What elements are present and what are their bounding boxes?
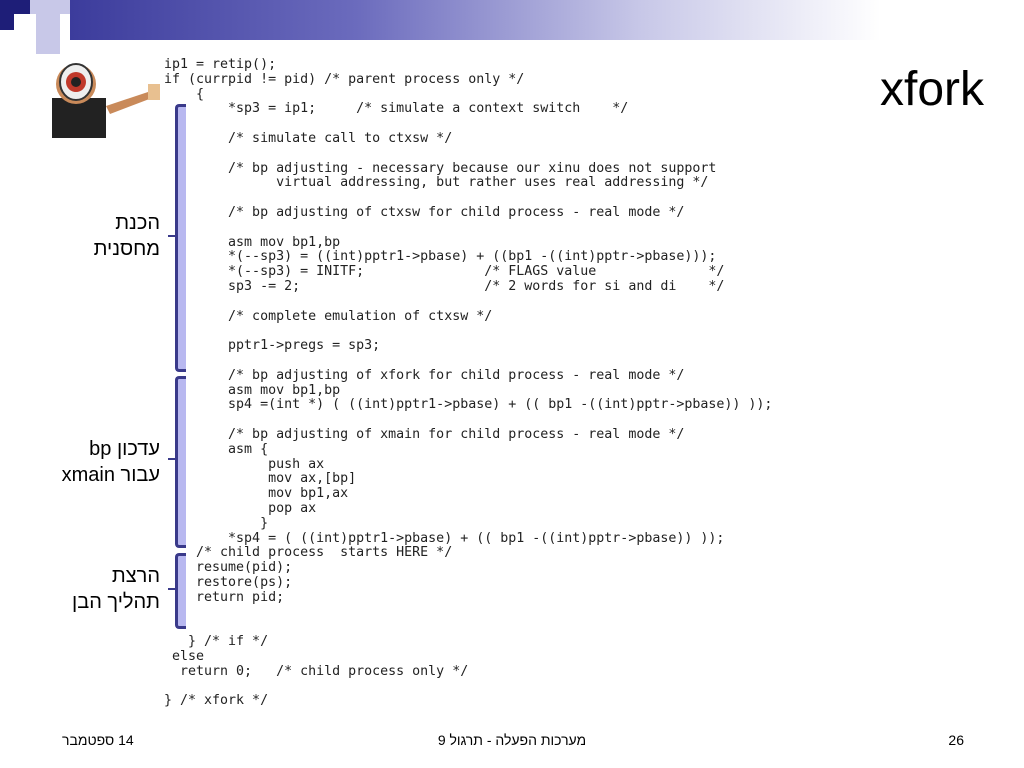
annotation-line: עדכון bp [89,438,160,460]
code-line: sp4 =(int *) ( ((int)pptr1->pbase) + (( … [228,397,773,413]
code-line: mov ax,[bp] [268,471,357,487]
page-number: 26 [948,732,964,748]
code-line: *(--sp3) = INITF; /* FLAGS value */ [228,264,725,280]
code-line: /* bp adjusting of xmain for child proce… [228,426,685,442]
code-line: /* complete emulation of ctxsw */ [228,308,493,324]
code-line: *(--sp3) = ((int)pptr1->pbase) + ((bp1 -… [228,249,717,265]
code-line: pop ax [268,500,317,516]
bracket-tick [168,458,178,460]
code-line: push ax [268,456,325,472]
annotation-line: הרצת [111,565,160,587]
code-line: else [172,648,205,664]
annotation-line: תהליך הבן [72,591,160,613]
code-line: return pid; [196,589,285,605]
slide-title: xfork [879,63,984,116]
bracket-run-child [175,553,186,629]
header-gradient-bar [70,0,1024,40]
bracket-tick [168,588,178,590]
annotation-bp-update: עדכון bp עבור xmain [10,436,160,488]
annotation-line: עבור xmain [61,464,160,486]
code-line: if (currpid != pid) /* parent process on… [164,71,525,87]
footer-course: מערכות הפעלה - תרגול 9 [437,732,587,748]
bracket-stack-setup [175,104,186,372]
code-line: sp3 -= 2; /* 2 words for si and di */ [228,278,725,294]
megaphone-man-icon [52,63,160,138]
bracket-tick [168,235,178,237]
code-line: virtual addressing, but rather uses real… [276,175,709,191]
code-line: mov bp1,ax [268,486,349,502]
code-line: } /* xfork */ [164,693,269,709]
code-line: asm mov bp1,bp [228,382,341,398]
footer-date: 14 ספטמבר [62,732,134,748]
code-line: /* child process starts HERE */ [196,545,453,561]
code-line: asm { [228,441,269,457]
code-line: } /* if */ [188,634,269,650]
code-line: *sp4 = ( ((int)pptr1->pbase) + (( bp1 -(… [228,530,725,546]
code-line: asm mov bp1,bp [228,234,341,250]
annotation-line: הכנת [115,212,160,234]
decor-square-4 [36,30,60,54]
code-line: return 0; /* child process only */ [180,663,469,679]
decor-square-3 [14,14,36,36]
code-line: restore(ps); [196,574,293,590]
code-line: { [196,86,205,102]
code-line: /* bp adjusting of xfork for child proce… [228,367,685,383]
code-line: } [260,515,269,531]
code-line: pptr1->pregs = sp3; [228,338,381,354]
code-line: resume(pid); [196,560,293,576]
annotation-run-child: הרצת תהליך הבן [10,563,160,615]
bracket-bp-update [175,376,186,548]
code-block: ip1 = retip(); if (currpid != pid) /* pa… [164,57,773,709]
annotation-stack-setup: הכנת מחסנית [10,210,160,262]
annotation-line: מחסנית [93,238,160,260]
code-line: /* bp adjusting of ctxsw for child proce… [228,204,685,220]
code-line: /* simulate call to ctxsw */ [228,130,453,146]
code-line: ip1 = retip(); [164,57,277,72]
code-line: /* bp adjusting - necessary because our … [228,160,717,176]
code-line: *sp3 = ip1; /* simulate a context switch… [228,101,629,117]
